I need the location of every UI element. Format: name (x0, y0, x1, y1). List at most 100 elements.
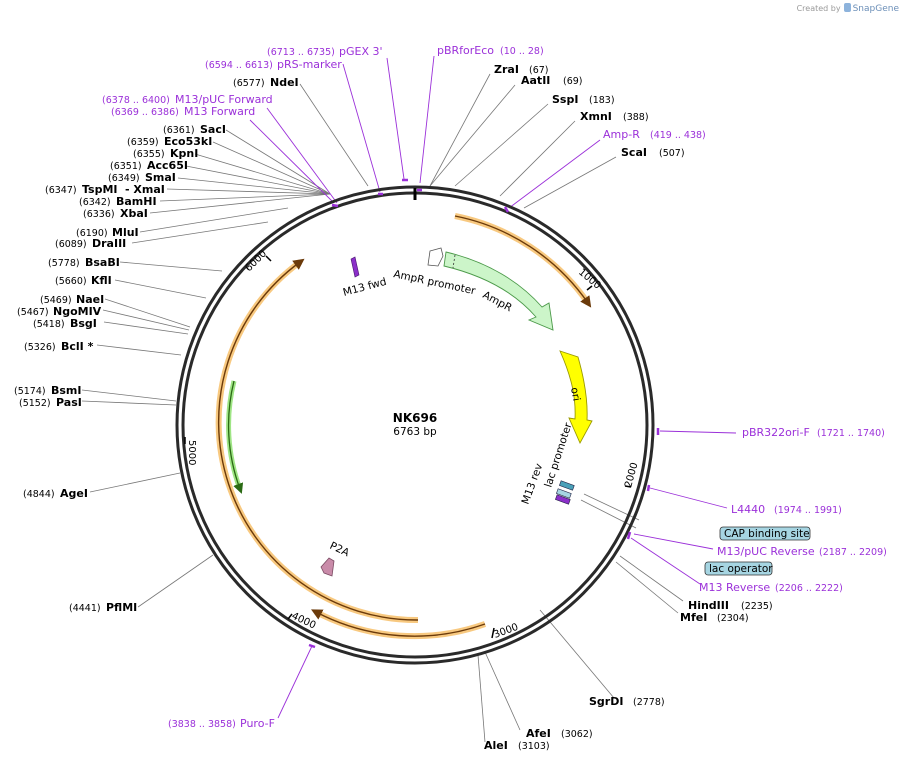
plasmid-name: NK696 (393, 411, 437, 425)
site-bsabi-name: BsaBI (85, 256, 120, 269)
site-kpni-name: KpnI (170, 147, 198, 160)
orf-green (227, 380, 244, 494)
site-afei-name: AfeI (526, 727, 551, 740)
site-sspi-coord: (183) (589, 95, 615, 106)
primer-pbrfor-name: pBRforEco (437, 44, 494, 57)
m13-rev-mark (555, 494, 571, 505)
site-alei-name: AleI (484, 739, 508, 752)
site-bsabi-coord: (5778) (48, 258, 80, 269)
site-sspi-name: SspI (552, 93, 578, 106)
site-acc65i-name: Acc65I (147, 159, 188, 172)
ori-arrow (559, 350, 593, 445)
site-bamhi-name: BamHI (116, 195, 157, 208)
m13-fwd-arrow (350, 256, 360, 278)
site-mfei-name: MfeI (680, 611, 707, 624)
tick-6000: 6000 (243, 248, 269, 274)
ori-label: ori (568, 386, 582, 402)
site-xmni-coord: (388) (623, 112, 649, 123)
site-zrai-coord: (67) (529, 65, 549, 76)
cap-binding-label: CAP binding site (724, 528, 810, 540)
site-mlui-coord: (6190) (76, 228, 108, 239)
site-pflmi-coord: (4441) (69, 603, 101, 614)
primer-m13puc-coord: (6378 .. 6400) (102, 95, 170, 106)
primer-ampr-coord: (419 .. 438) (650, 130, 706, 141)
site-kpni-coord: (6355) (133, 149, 165, 160)
primer-l4440-name: L4440 (731, 503, 765, 516)
lac-operator-box (704, 561, 773, 576)
primer-m13fwd-name: M13 Forward (184, 105, 255, 118)
primer-pgex3-name: pGEX 3' (339, 45, 383, 58)
primer-m13pucrev-name: M13/pUC Reverse (717, 545, 815, 558)
site-bsgi-coord: (5418) (33, 319, 65, 330)
site-bsmi-name: BsmI (51, 384, 82, 397)
primer-marks (308, 178, 660, 649)
site-acc65i-coord: (6351) (110, 161, 142, 172)
primer-pbrfor-coord: (10 .. 28) (500, 46, 544, 57)
cap-binding-box (719, 526, 811, 541)
lac-promoter-box (559, 480, 575, 491)
site-ngomiv-coord: (5467) (17, 307, 49, 318)
site-sgrdi-coord: (2778) (633, 697, 665, 708)
amp-promoter-label: AmpR promoter (392, 268, 477, 297)
site-zrai-name: ZraI (494, 63, 519, 76)
site-kfli-coord: (5660) (55, 276, 87, 287)
primer-lines (249, 55, 737, 719)
site-naei-coord: (5469) (40, 295, 72, 306)
leader-lines (81, 73, 684, 743)
site-aatii-name: AatII (521, 74, 550, 87)
scale-ticks (184, 255, 632, 639)
site-xbai-name: XbaI (120, 207, 148, 220)
p2a-label: P2A (328, 540, 352, 560)
site-xmai-alias: - XmaI (125, 183, 165, 196)
ampr-arrow (443, 251, 554, 331)
lac-promoter-label: lac promoter (542, 421, 574, 489)
orf-left (217, 258, 419, 621)
site-xbai-coord: (6336) (83, 209, 115, 220)
site-mlui-name: MluI (112, 226, 139, 239)
site-alei-coord: (3103) (518, 741, 550, 752)
site-sgrdi-name: SgrDI (589, 695, 623, 708)
plasmid-length: 6763 bp (393, 426, 437, 438)
primer-ampr-name: Amp-R (603, 128, 640, 141)
site-ndei-coord: (6577) (233, 78, 265, 89)
site-draiii-name: DraIII (92, 237, 126, 250)
m13-fwd-label: M13 fwd (342, 276, 388, 299)
site-smai-coord: (6349) (108, 173, 140, 184)
primer-l4440-coord: (1974 .. 1991) (774, 505, 842, 516)
primer-m13rev-coord: (2206 .. 2222) (775, 583, 843, 594)
m13-rev-label: M13 rev (520, 462, 546, 506)
primer-m13pucrev-coord: (2187 .. 2209) (819, 547, 887, 558)
site-pasi-coord: (5152) (19, 398, 51, 409)
site-aatii-coord: (69) (563, 76, 583, 87)
site-bsgi-name: BsgI (70, 317, 97, 330)
site-bcli-name: BclI * (61, 340, 94, 353)
site-agei-coord: (4844) (23, 489, 55, 500)
site-eco53ki-coord: (6359) (127, 137, 159, 148)
backbone-outer (175, 185, 655, 665)
site-naei-name: NaeI (76, 293, 104, 306)
site-hindiii-name: HindIII (688, 599, 729, 612)
site-hindiii-coord: (2235) (741, 601, 773, 612)
lac-operator-label: lac operator (709, 563, 773, 575)
p2a-arrow (320, 557, 335, 577)
primer-prs-name: pRS-marker (277, 58, 342, 71)
orf-arcs (215, 213, 592, 640)
site-scai-coord: (507) (659, 148, 685, 159)
site-bamhi-coord: (6342) (79, 197, 111, 208)
site-draiii-coord: (6089) (55, 239, 87, 250)
site-saci-name: SacI (200, 123, 226, 136)
site-afei-coord: (3062) (561, 729, 593, 740)
cap-site-mark (556, 488, 572, 499)
primer-purof-name: Puro-F (240, 717, 275, 730)
primer-purof-coord: (3838 .. 3858) (168, 719, 236, 730)
site-ngomiv-name: NgoMIV (53, 305, 102, 318)
site-pflmi-name: PflMI (106, 601, 137, 614)
amp-promoter-arrow (427, 247, 444, 267)
snapgene-logo-icon (843, 3, 851, 12)
primer-pbr322-coord: (1721 .. 1740) (817, 428, 885, 439)
credit-prefix: Created by (796, 4, 841, 13)
site-agei-name: AgeI (60, 487, 88, 500)
site-smai-name: SmaI (145, 171, 176, 184)
